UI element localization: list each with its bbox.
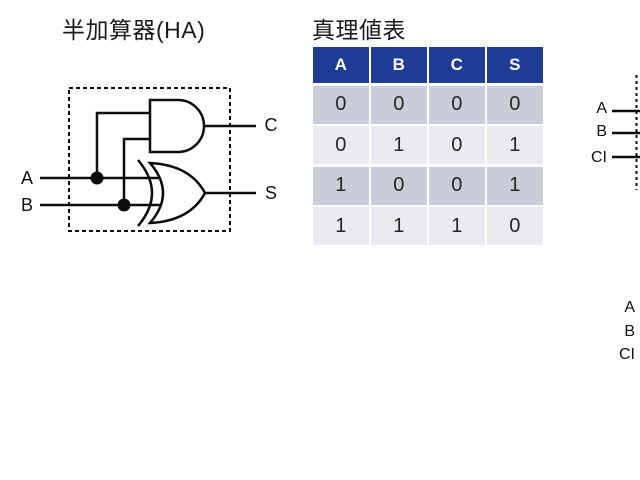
half-adder-diagram [40, 87, 256, 232]
truth-table: A B C S 0 0 0 0 0 1 0 1 1 0 0 1 1 1 1 0 [313, 47, 543, 245]
fa2-input-a-label: A [624, 299, 635, 316]
wire-branch-a [95, 111, 150, 178]
wire-branch-b [122, 137, 150, 205]
table-cell: 1 [487, 126, 543, 164]
table-cell: 1 [313, 166, 369, 205]
table-cell: 0 [429, 126, 485, 164]
and-gate [148, 98, 206, 154]
truth-table-title: 真理値表 [312, 17, 406, 43]
table-cell: 0 [313, 85, 369, 124]
table-cell: 0 [429, 166, 485, 205]
table-cell: 0 [371, 85, 427, 124]
fa-input-ci-label: CI [591, 149, 607, 166]
xor-gate [147, 161, 207, 225]
input-a-label: A [21, 168, 33, 188]
table-cell: 1 [371, 126, 427, 164]
junction-dot-b [117, 198, 131, 212]
table-header-cell: B [371, 47, 427, 83]
table-cell: 1 [371, 207, 427, 245]
table-cell: 0 [487, 207, 543, 245]
table-cell: 0 [313, 126, 369, 164]
table-cell: 1 [487, 166, 543, 205]
input-b-label: B [21, 195, 33, 215]
table-header-cell: A [313, 47, 369, 83]
output-s-label: S [265, 183, 277, 203]
table-header-cell: S [487, 47, 543, 83]
junction-dot-a [90, 171, 104, 185]
table-cell: 0 [487, 85, 543, 124]
table-cell: 1 [429, 207, 485, 245]
table-header-cell: C [429, 47, 485, 83]
full-adder-partial-top [612, 75, 640, 190]
half-adder-dashed-box [68, 87, 231, 232]
fa-input-b-label: B [596, 123, 607, 140]
fa2-input-b-label: B [624, 323, 635, 340]
half-adder-title: 半加算器(HA) [62, 17, 206, 43]
fa-input-a-label: A [596, 100, 607, 117]
table-cell: 0 [429, 85, 485, 124]
table-cell: 0 [371, 166, 427, 205]
table-cell: 1 [313, 207, 369, 245]
fa2-input-ci-label: CI [619, 346, 635, 363]
output-c-label: C [265, 115, 278, 135]
xor-gate-back-curve [137, 159, 154, 227]
